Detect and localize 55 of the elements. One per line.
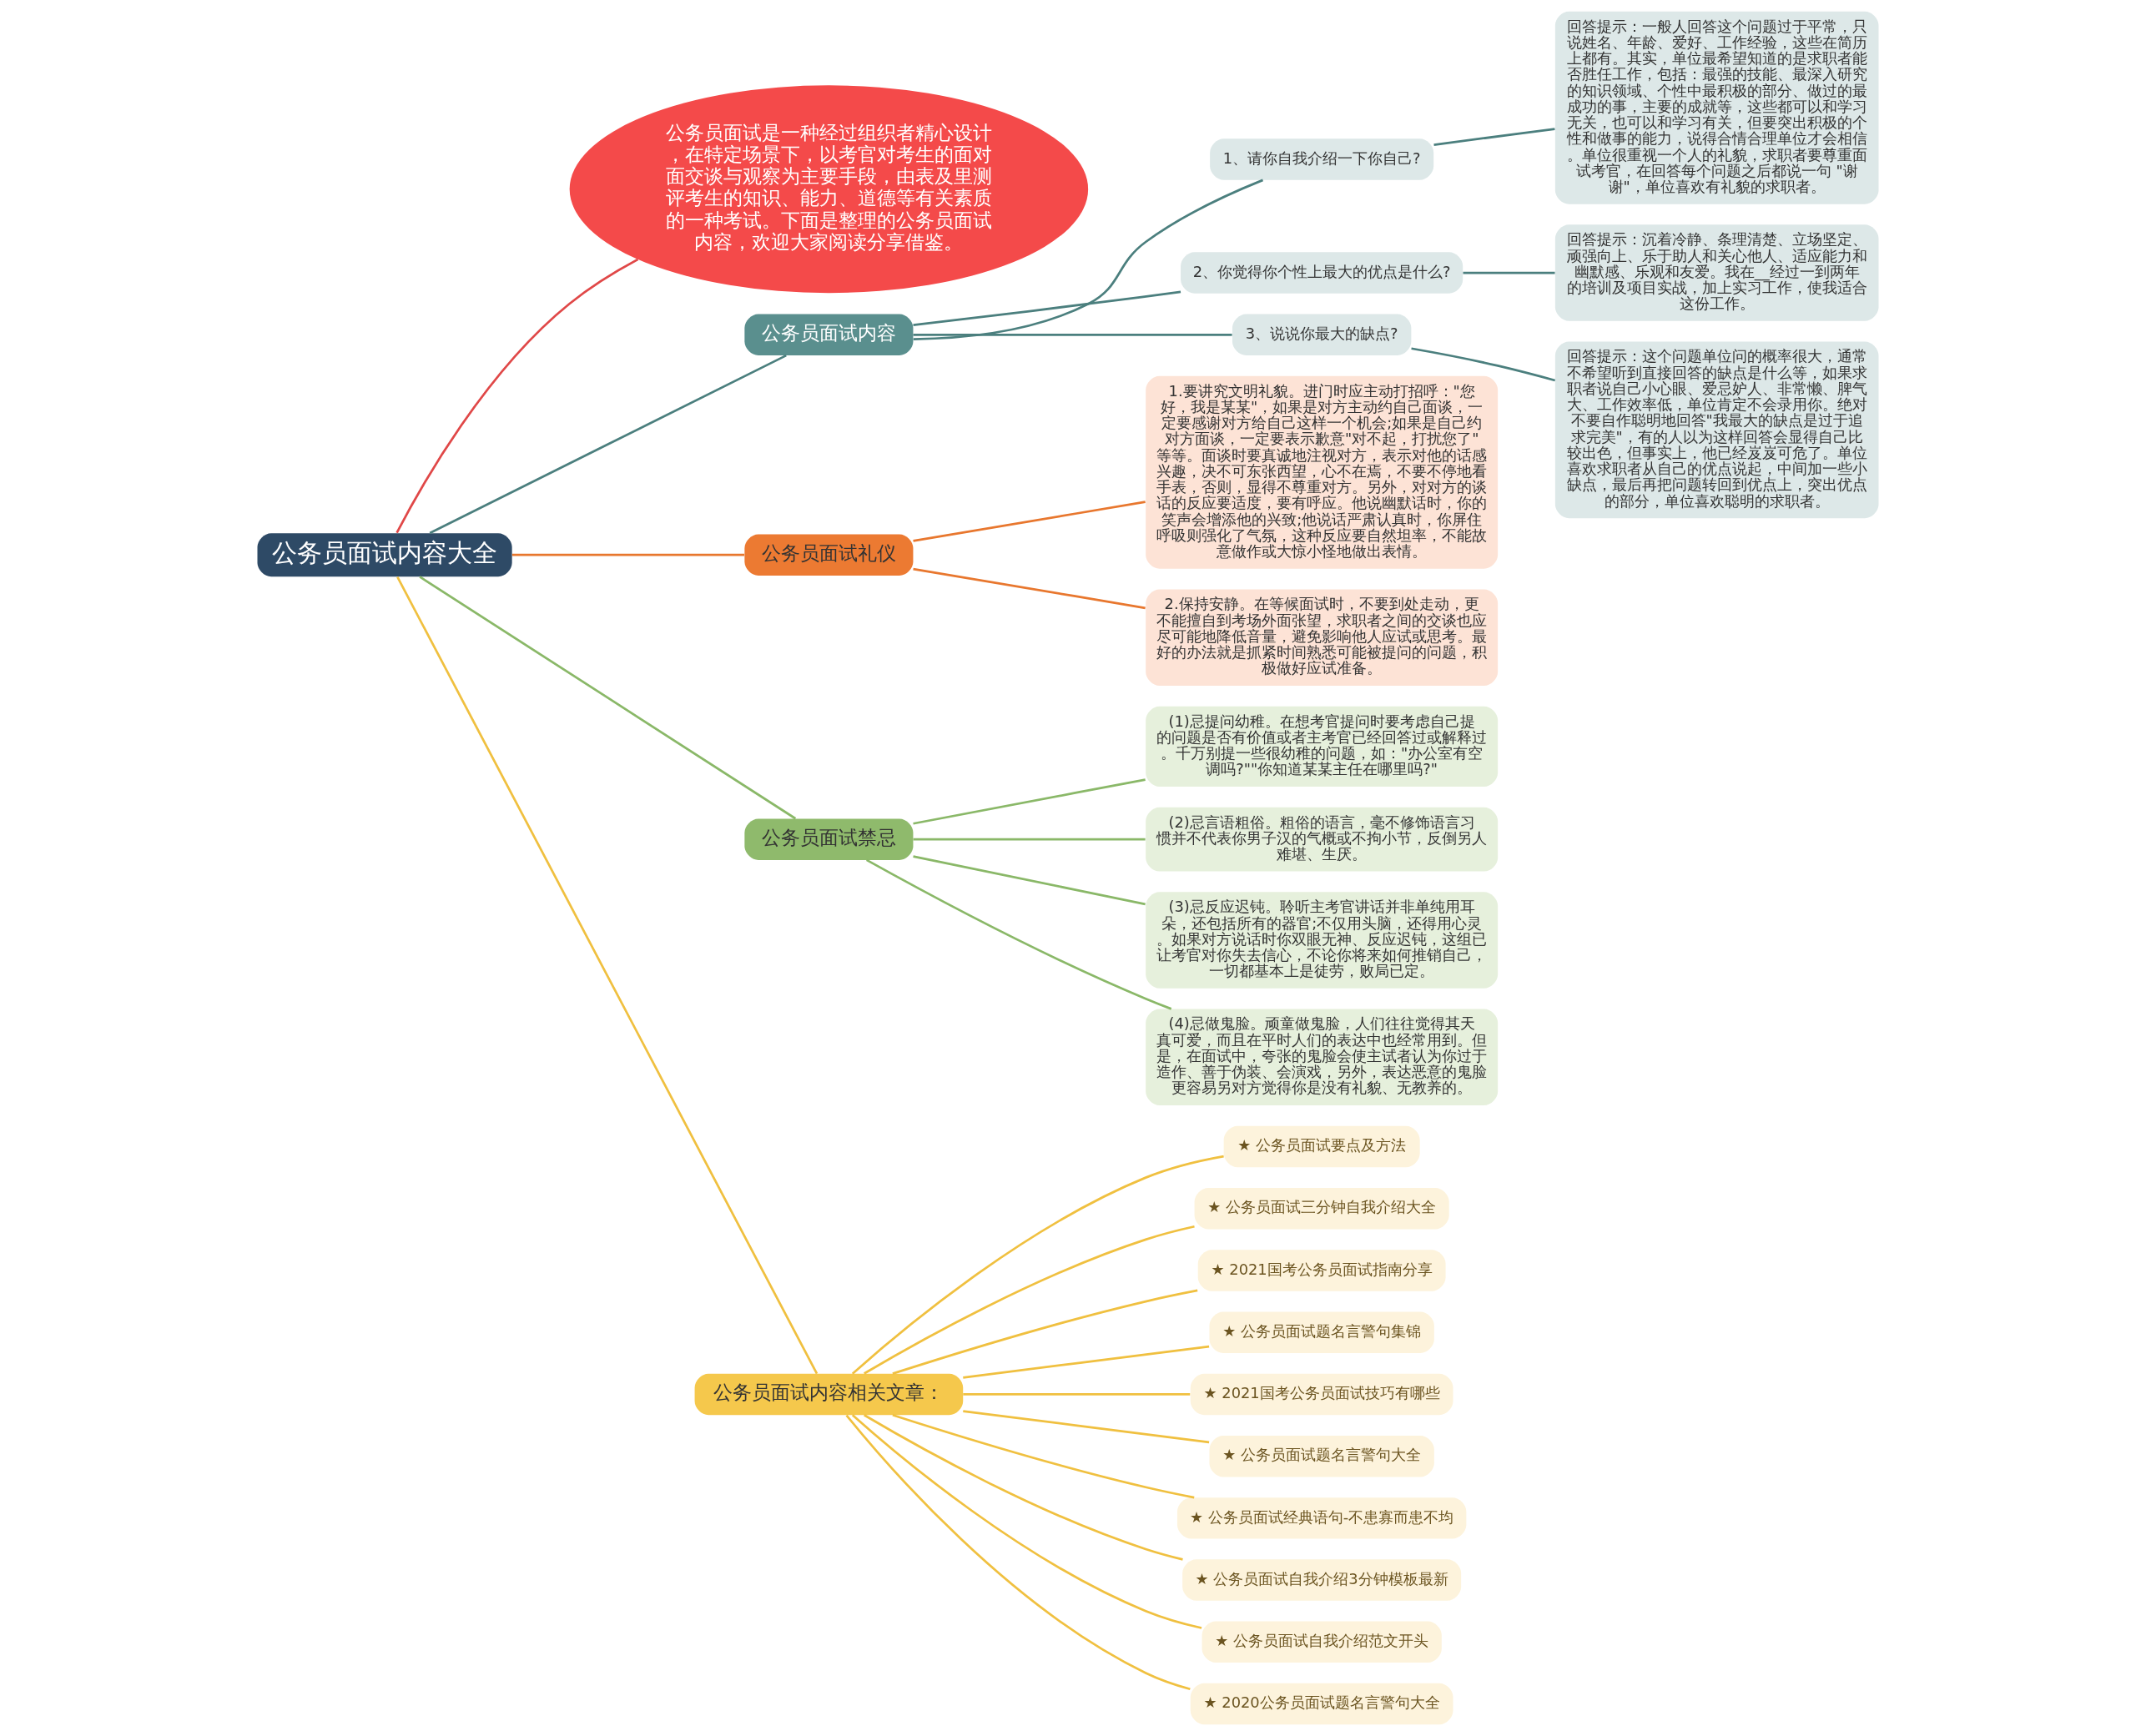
connector xyxy=(913,290,1181,327)
node-box: 3、说说你最大的缺点? xyxy=(1232,314,1412,356)
node-box: 回答提示：沉着冷静、条理清楚、立场坚定、顽强向上、乐于助人和关心他人、适应能力和幽默感、乐观和友爱。我在__经过一到两年的培训及项目实战，加上实习工作，使我适合这份工作。 xyxy=(1554,224,1879,321)
node-box: 公务员面试内容大全 xyxy=(257,533,512,577)
connector xyxy=(913,855,1146,906)
node-box: ★ 公务员面试自我介绍范文开头 xyxy=(1202,1621,1442,1663)
node-box: 1.要讲究文明礼貌。进门时应主动打招呼："您好，我是某某"，如果是对方主动约自己面谈，一定要感谢对方给自己这样一个机会;如果是自己约对方面谈，一定要表示歉意"对不起，打扰您了"等等。面谈时要真诚地注视对方，表示对他的话感兴趣，决不可东张西望，心不在焉，不要不停地看手表，否则，显得不尊重对方。另外，对对方的谈话的反应要适度，要有呼应。他说幽默话时，你的笑声会增添他的兴致;他说话严肃认真时，你屏住呼吸则强化了气氛，这种反应要自然坦率，不能故意做作或大惊小怪地做出表情。 xyxy=(1146,375,1499,569)
connector xyxy=(913,179,1264,340)
node-box: 公务员面试内容 xyxy=(744,314,914,356)
connector xyxy=(864,1225,1195,1375)
node-box: 公务员面试礼仪 xyxy=(744,534,914,576)
node-box: (1)忌提问幼稚。在想考官提问时要考虑自己提的问题是否有价值或者主考官已经回答过或解释过。千万别提一些很幼稚的问题，如："办公室有空调吗?""你知道某某主任在哪里吗?" xyxy=(1146,706,1499,787)
connector xyxy=(851,1155,1224,1375)
node-box: 1、请你自我介绍一下你自己? xyxy=(1210,138,1434,180)
node-box: (4)忌做鬼脸。顽童做鬼脸，人们往往觉得其天真可爱，而且在平时人们的表达中也经常用到。但是，在面试中，夸张的鬼脸会使主试者认为你过于造作、善于伪装、会演戏，另外，表达恶意的鬼脸更容易另对方觉得你是没有礼貌、无教养的。 xyxy=(1146,1009,1499,1106)
connector xyxy=(963,1345,1210,1379)
node-box: ★ 2020公务员面试题名言警句大全 xyxy=(1190,1683,1453,1725)
connector xyxy=(396,576,819,1375)
connector xyxy=(913,501,1146,542)
node-box: 回答提示：这个问题单位问的概率很大，通常不希望听到直接回答的缺点是什么等，如果求职者说自己小心眼、爱忌妒人、非常懒、脾气大、工作效率低，单位肯定不会录用你。绝对不要自作聪明地回答"我最大的缺点是过于追求完美"，有的人以为这样回答会显得自己比较出色，但事实上，他已经岌岌可危了。单位喜欢求职者从自己的优点说起，中间加一些小缺点，最后再把问题转回到优点上，突出优点的部分，单位喜欢聪明的求职者。 xyxy=(1554,341,1879,519)
node-box: (3)忌反应迟钝。聆听主考官讲话并非单纯用耳朵，还包括所有的器官;不仅用头脑，还得用心灵。如果对方说话时你双眼无神、反应迟钝，这组已让考官对你失去信心，不论你将来如何推销自己，一切都基本上是徒劳，败局已定。 xyxy=(1146,892,1499,989)
node-box: 2.保持安静。在等候面试时，不要到处走动，更不能擅自到考场外面张望，求职者之间的交谈也应尽可能地降低音量，避免影响他人应试或思考。最好的办法就是抓紧时间熟悉可能被提问的问题，积极做好应试准备。 xyxy=(1146,589,1499,686)
connector xyxy=(511,553,744,556)
connector xyxy=(913,567,1146,610)
connector xyxy=(1463,271,1555,274)
connector xyxy=(429,354,787,535)
node-box: ★ 2021国考公务员面试技巧有哪些 xyxy=(1190,1373,1453,1416)
connector xyxy=(892,1289,1198,1375)
node-ellipse: 公务员面试是一种经过组织者精心设计，在特定场景下，以考官对考生的面对面交谈与观察为主要手段，由表及里测评考生的知识、能力、道德等有关素质的一种考试。下面是整理的公务员面试内容，欢迎大家阅读分享借鉴。 xyxy=(569,85,1089,294)
node-box: 2、你觉得你个性上最大的优点是什么? xyxy=(1181,252,1463,294)
connector xyxy=(866,858,1172,1010)
node-box: ★ 公务员面试三分钟自我介绍大全 xyxy=(1194,1188,1449,1230)
connector xyxy=(864,1414,1183,1561)
connector xyxy=(845,1414,1191,1691)
connector xyxy=(1411,347,1556,382)
node-box: (2)忌言语粗俗。粗俗的语言，毫不修饰语言习惯并不代表你男子汉的气概或不拘小节，反倒另人难堪、生厌。 xyxy=(1146,807,1499,872)
connector xyxy=(395,258,639,534)
node-box: ★ 公务员面试题名言警句集锦 xyxy=(1209,1311,1434,1353)
connector xyxy=(913,778,1146,825)
connector xyxy=(419,576,797,820)
connector xyxy=(913,838,1146,841)
node-box: 公务员面试内容相关文章： xyxy=(694,1373,964,1416)
node-box: ★ 公务员面试要点及方法 xyxy=(1223,1125,1420,1168)
node-box: 公务员面试禁忌 xyxy=(744,818,914,860)
node-box: ★ 公务员面试经典语句-不患寡而患不均 xyxy=(1176,1497,1467,1539)
node-box: 回答提示：一般人回答这个问题过于平常，只说姓名、年龄、爱好、工作经验，这些在简历上都有。其实，单位最希望知道的是求职者能否胜任工作，包括：最强的技能、最深入研究的知识领域、个性中最积极的部分、做过的最成功的事，主要的成就等，这些都可以和学习无关，也可以和学习有关，但要突出积极的个性和做事的能力，说得合情合理单位才会相信。单位很重视一个人的礼貌，求职者要尊重面试考官，在回答每个问题之后都说一句 "谢谢"，单位喜欢有礼貌的求职者。 xyxy=(1554,11,1879,204)
connector xyxy=(851,1414,1202,1629)
connector xyxy=(1433,128,1555,146)
node-box: ★ 公务员面试自我介绍3分钟模板最新 xyxy=(1182,1559,1462,1601)
node-box: ★ 2021国考公务员面试指南分享 xyxy=(1197,1250,1446,1291)
node-box: ★ 公务员面试题名言警句大全 xyxy=(1209,1435,1434,1477)
connector xyxy=(892,1413,1195,1499)
connector xyxy=(963,1410,1210,1444)
connector xyxy=(913,333,1232,336)
connector xyxy=(963,1393,1191,1396)
